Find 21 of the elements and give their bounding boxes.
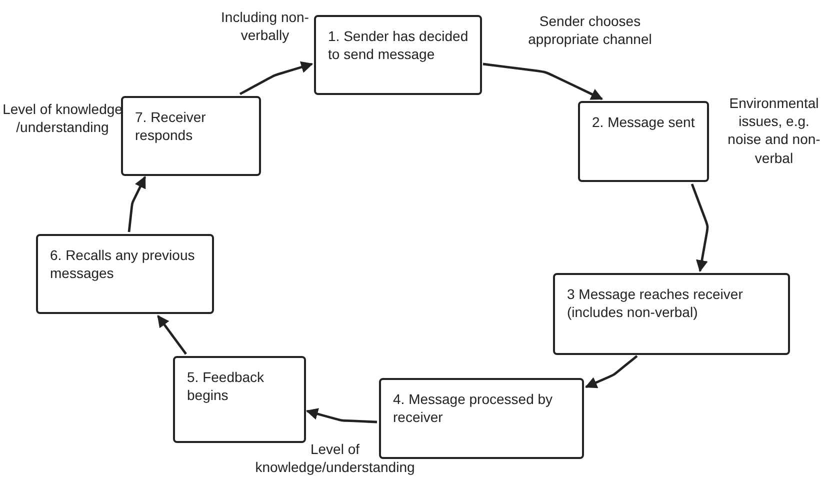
process-box [36,234,214,314]
arrow [157,315,187,355]
step-text: 4. Message processed by receiver [393,390,554,426]
step-text: 3 Message reaches receiver (includes non-verbal) [567,285,744,322]
step-text: 7. Receiver responds [135,108,207,144]
process-box [314,15,482,95]
process-box [121,96,261,176]
arrow [690,184,709,272]
step-text: 5. Feedback begins [187,368,266,404]
process-box [173,356,306,443]
arrow [239,61,314,96]
process-box [553,273,790,355]
step-text: 2. Message sent [592,113,696,132]
arrow [306,408,378,424]
process-box [379,378,584,459]
arrow [128,176,146,232]
step-text: 1. Sender has decided to send message [328,27,470,64]
process-box [578,101,709,182]
step-text: 6. Recalls any previous messages [50,246,196,282]
arrow [482,62,604,100]
arrow [584,355,638,388]
